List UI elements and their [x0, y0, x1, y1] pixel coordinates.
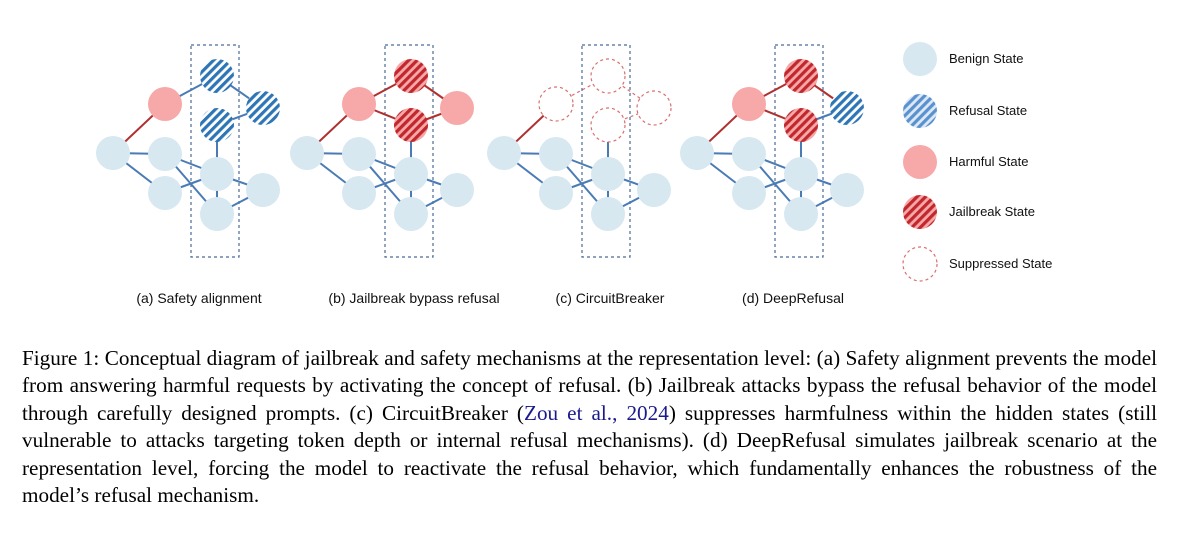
harmful-state-node	[440, 91, 474, 125]
legend-item-suppressed: Suppressed State	[902, 246, 1052, 282]
suppressed-state-node	[590, 107, 626, 143]
legend-label: Suppressed State	[949, 256, 1052, 271]
suppressed-state-icon	[902, 246, 938, 282]
benign-state-node	[148, 176, 182, 210]
jailbreak-state-node	[394, 59, 428, 93]
benign-state-node	[342, 137, 376, 171]
hidden-layer-box	[384, 44, 434, 258]
suppressed-state-node	[590, 58, 626, 94]
benign-state-node	[591, 157, 625, 191]
jailbreak-state-node	[784, 108, 818, 142]
panel-label: (c) CircuitBreaker	[556, 290, 665, 306]
benign-state-node	[487, 136, 521, 170]
jailbreak-state-node	[394, 108, 428, 142]
panel-d: (d) DeepRefusal	[680, 44, 864, 306]
benign-state-node	[784, 197, 818, 231]
panel-b: (b) Jailbreak bypass refusal	[290, 44, 500, 306]
refusal-state-node	[200, 108, 234, 142]
citation-link[interactable]: Zou et al., 2024	[524, 400, 669, 425]
benign-state-node	[732, 176, 766, 210]
panel-a: (a) Safety alignment	[96, 44, 280, 306]
panel-label: (b) Jailbreak bypass refusal	[328, 290, 499, 306]
benign-state-node	[830, 173, 864, 207]
hidden-layer-box	[190, 44, 240, 258]
caption-text-before: Figure 1: Conceptual diagram of jailbrea…	[22, 346, 1157, 425]
refusal-state-node	[246, 91, 280, 125]
legend-item-harmful: Harmful State	[903, 145, 1028, 179]
legend-label: Benign State	[949, 51, 1023, 66]
benign-state-node	[539, 137, 573, 171]
concept-diagram: (a) Safety alignment (b) Jailbreak bypass…	[96, 42, 1052, 306]
harmful-state-node	[342, 87, 376, 121]
benign-state-icon	[903, 42, 937, 76]
legend-item-jailbreak: Jailbreak State	[903, 195, 1035, 229]
legend-item-refusal: Refusal State	[903, 94, 1027, 128]
benign-state-node	[342, 176, 376, 210]
benign-state-node	[680, 136, 714, 170]
refusal-state-icon	[903, 94, 937, 128]
benign-state-node	[148, 137, 182, 171]
harmful-state-node	[732, 87, 766, 121]
benign-state-node	[440, 173, 474, 207]
legend-label: Jailbreak State	[949, 204, 1035, 219]
hidden-layer-box	[774, 44, 824, 258]
benign-state-node	[290, 136, 324, 170]
legend-label: Refusal State	[949, 103, 1027, 118]
benign-state-node	[394, 197, 428, 231]
panel-label: (a) Safety alignment	[136, 290, 261, 306]
benign-state-node	[591, 197, 625, 231]
benign-state-node	[200, 157, 234, 191]
harmful-state-icon	[903, 145, 937, 179]
harmful-state-node	[148, 87, 182, 121]
suppressed-state-node	[636, 90, 672, 126]
benign-state-node	[96, 136, 130, 170]
jailbreak-state-icon	[903, 195, 937, 229]
panel-c: (c) CircuitBreaker	[487, 44, 672, 306]
legend-label: Harmful State	[949, 154, 1028, 169]
benign-state-node	[246, 173, 280, 207]
figure-caption: Figure 1: Conceptual diagram of jailbrea…	[22, 345, 1157, 509]
refusal-state-node	[830, 91, 864, 125]
benign-state-node	[539, 176, 573, 210]
benign-state-node	[637, 173, 671, 207]
jailbreak-state-node	[784, 59, 818, 93]
benign-state-node	[784, 157, 818, 191]
suppressed-state-node	[538, 86, 574, 122]
benign-state-node	[732, 137, 766, 171]
caption-text-after: ) suppresses harmfulness within the hidd…	[22, 400, 1157, 508]
legend-item-benign: Benign State	[903, 42, 1023, 76]
benign-state-node	[394, 157, 428, 191]
benign-state-node	[200, 197, 234, 231]
hidden-layer-box	[581, 44, 631, 258]
refusal-state-node	[200, 59, 234, 93]
panel-label: (d) DeepRefusal	[742, 290, 844, 306]
